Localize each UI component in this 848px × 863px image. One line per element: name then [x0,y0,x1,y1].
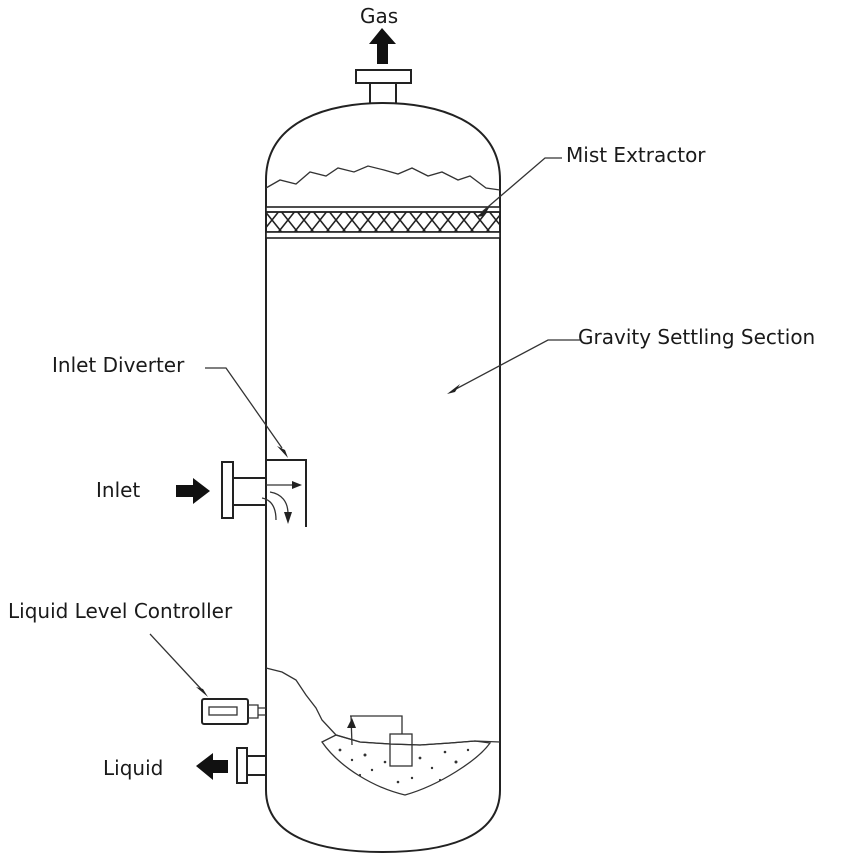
mist-extractor-label: Mist Extractor [566,143,706,167]
liquid-label: Liquid [103,756,163,780]
inlet-flow-arrows [261,481,302,524]
liquid-outlet-arrow [196,753,228,780]
liquid-level-controller-label: Liquid Level Controller [8,599,233,623]
gravity-settling-section-label: Gravity Settling Section [578,325,815,349]
inlet-label: Inlet [96,478,140,502]
gas-outlet-nozzle [355,69,412,103]
gas-outlet-arrow [369,28,396,64]
inlet-nozzle [221,461,266,519]
mist-extractor-pad [265,206,501,239]
liquid-interface-line [265,667,501,746]
gas-label: Gas [360,4,398,28]
sediment-dots [338,748,470,784]
vessel-shell [265,101,501,854]
liquid-pool [321,734,492,796]
liquid-outlet-nozzle [236,747,266,784]
level-float [347,715,413,767]
inlet-diverter-leader [205,367,288,458]
mist-extractor-leader [476,157,562,217]
inlet-diverter-plate [266,459,307,527]
liquid-level-controller [201,698,266,725]
inlet-diverter-label: Inlet Diverter [52,353,185,377]
gravity-section-leader [447,339,580,394]
level-controller-leader [149,633,208,697]
gas-interface-line [265,165,501,191]
inlet-arrow [176,478,210,504]
